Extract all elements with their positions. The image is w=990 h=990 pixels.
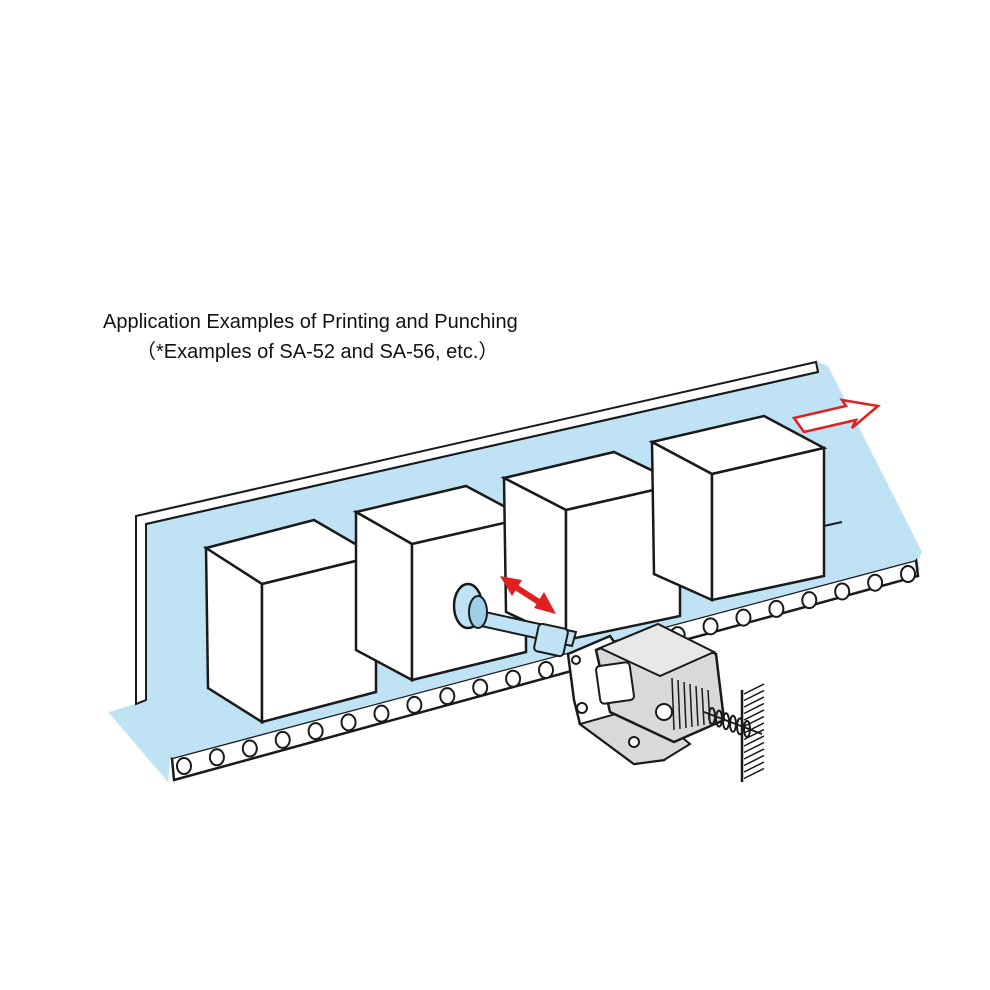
double-headed-arrow-icon [500, 576, 556, 614]
solenoid-top-frame [597, 622, 717, 678]
hatch-line [743, 715, 765, 728]
roller [439, 687, 456, 706]
arrow-head-right [534, 592, 556, 614]
hatch-line [743, 683, 765, 695]
hatch-line [743, 696, 765, 708]
solenoid-front-window [595, 661, 635, 705]
roller [900, 565, 916, 583]
solenoid-unit [566, 622, 726, 766]
wall-top-rail [145, 371, 819, 525]
roller [834, 582, 851, 601]
roller [176, 757, 192, 775]
roller [867, 573, 884, 592]
outline-right-arrow-icon [791, 398, 881, 434]
hatch-line [743, 748, 765, 760]
roller [735, 608, 752, 627]
box-4-tick [823, 521, 843, 527]
hatch-line [743, 689, 765, 702]
roller [208, 748, 225, 767]
roller [472, 678, 489, 697]
solenoid-coil-lines [671, 677, 711, 731]
hatch-line [743, 767, 765, 780]
stamp-head-back [468, 595, 488, 629]
hatch-line [743, 702, 765, 715]
rod-clevis [533, 622, 569, 658]
box-4-front [710, 446, 826, 602]
roller [373, 704, 390, 723]
arrow-head-left [500, 576, 522, 596]
roller [406, 695, 423, 714]
box-1 [202, 518, 380, 725]
roller [241, 739, 258, 758]
hatch-line [743, 728, 765, 741]
coil-line [683, 681, 687, 729]
box-3 [500, 450, 684, 642]
box-1-front [260, 554, 378, 724]
coil-line [677, 679, 681, 730]
roller [274, 730, 291, 749]
coil-line [671, 677, 675, 731]
roller [702, 617, 719, 636]
box-3-front [564, 482, 682, 642]
hatch-line [743, 722, 765, 734]
coil-line [695, 685, 699, 727]
hatch-line [743, 709, 765, 721]
coil-line [689, 683, 693, 728]
plunger-rod [452, 582, 578, 658]
box-2 [352, 484, 530, 683]
hatch-line [743, 761, 765, 773]
solenoid-screw-3 [628, 736, 640, 748]
arrow-shaft [512, 583, 544, 607]
roller [538, 661, 554, 679]
box-4 [648, 414, 828, 602]
roller [307, 722, 324, 741]
roller [768, 599, 785, 618]
solenoid-screw-1 [655, 703, 673, 721]
roller [505, 669, 522, 688]
solenoid-screw-4 [571, 655, 581, 665]
roller [340, 713, 357, 732]
solenoid-screw-2 [576, 702, 588, 714]
roller [801, 591, 818, 610]
coil-line [701, 687, 705, 726]
mount-wall-hatch [743, 683, 765, 780]
hatch-line [743, 741, 765, 754]
fixed-mount-wall [740, 683, 765, 782]
hatch-line [743, 754, 765, 767]
hatch-line [743, 735, 765, 747]
spring-rod [703, 711, 763, 735]
